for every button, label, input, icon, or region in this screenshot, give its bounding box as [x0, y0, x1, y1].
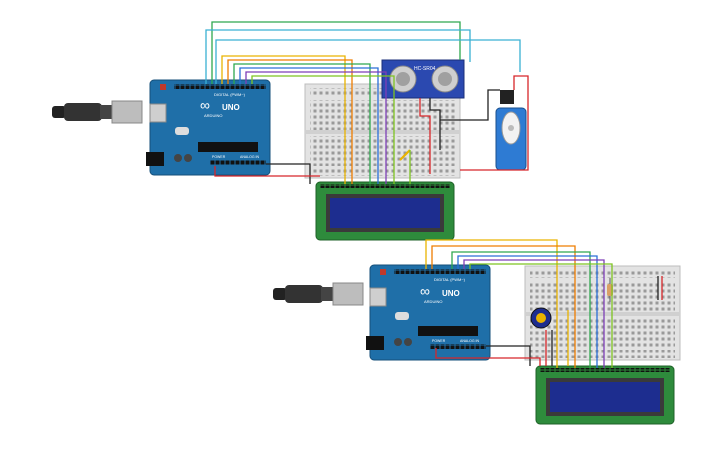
- ultrasonic-sensor-icon: HC-SR04: [381, 59, 465, 99]
- arduino-board-top: DIGITAL (PWM~) ∞ UNO ARDUINO POWER ANALO…: [146, 79, 271, 176]
- header-power-label: POWER: [432, 339, 446, 343]
- header-digital-label: DIGITAL (PWM~): [434, 277, 466, 282]
- capacitor: [174, 154, 182, 162]
- board-logo: ∞: [200, 97, 210, 113]
- servo-motor-icon: [495, 90, 527, 171]
- arduino-board-bottom: DIGITAL (PWM~) ∞ UNO ARDUINO POWER ANALO…: [366, 264, 491, 361]
- usb-port: [149, 103, 167, 123]
- usb-port: [369, 287, 387, 307]
- digital-header: [174, 84, 266, 89]
- capacitor: [184, 154, 192, 162]
- usb-cable-icon: [52, 100, 143, 124]
- breadboard-top: [304, 83, 461, 179]
- lcd-bottom: [535, 365, 675, 425]
- capacitor: [394, 338, 402, 346]
- breadboard-bottom: [524, 265, 681, 361]
- header-digital-label: DIGITAL (PWM~): [214, 92, 246, 97]
- board-logo: ∞: [420, 283, 430, 299]
- power-jack: [146, 152, 164, 166]
- header-analog-label: ANALOG IN: [240, 155, 260, 159]
- board-model: UNO: [442, 289, 460, 298]
- crystal: [395, 312, 409, 320]
- potentiometer-icon: [530, 307, 552, 329]
- header-power-label: POWER: [212, 155, 226, 159]
- power-jack: [366, 336, 384, 350]
- atmega-chip: [418, 326, 478, 336]
- power-analog-header: [210, 160, 266, 165]
- crystal: [175, 127, 189, 135]
- capacitor: [404, 338, 412, 346]
- board-brand: ARDUINO: [204, 113, 222, 118]
- lcd-top: [315, 181, 455, 241]
- wires-top: [205, 21, 529, 184]
- usb-cable-icon: [273, 282, 364, 306]
- wires-bottom: [425, 239, 663, 368]
- bottom-circuit: DIGITAL (PWM~) ∞ UNO ARDUINO POWER ANALO…: [273, 239, 681, 425]
- board-model: UNO: [222, 103, 240, 112]
- board-brand: ARDUINO: [424, 299, 442, 304]
- header-analog-label: ANALOG IN: [460, 339, 480, 343]
- atmega-chip: [198, 142, 258, 152]
- sensor-label: HC-SR04: [414, 66, 436, 72]
- digital-header: [394, 269, 486, 274]
- top-circuit: DIGITAL (PWM~) ∞ UNO ARDUINO POWER ANALO…: [52, 21, 529, 241]
- power-analog-header: [430, 344, 486, 349]
- reset-button: [380, 269, 386, 275]
- reset-button: [160, 84, 166, 90]
